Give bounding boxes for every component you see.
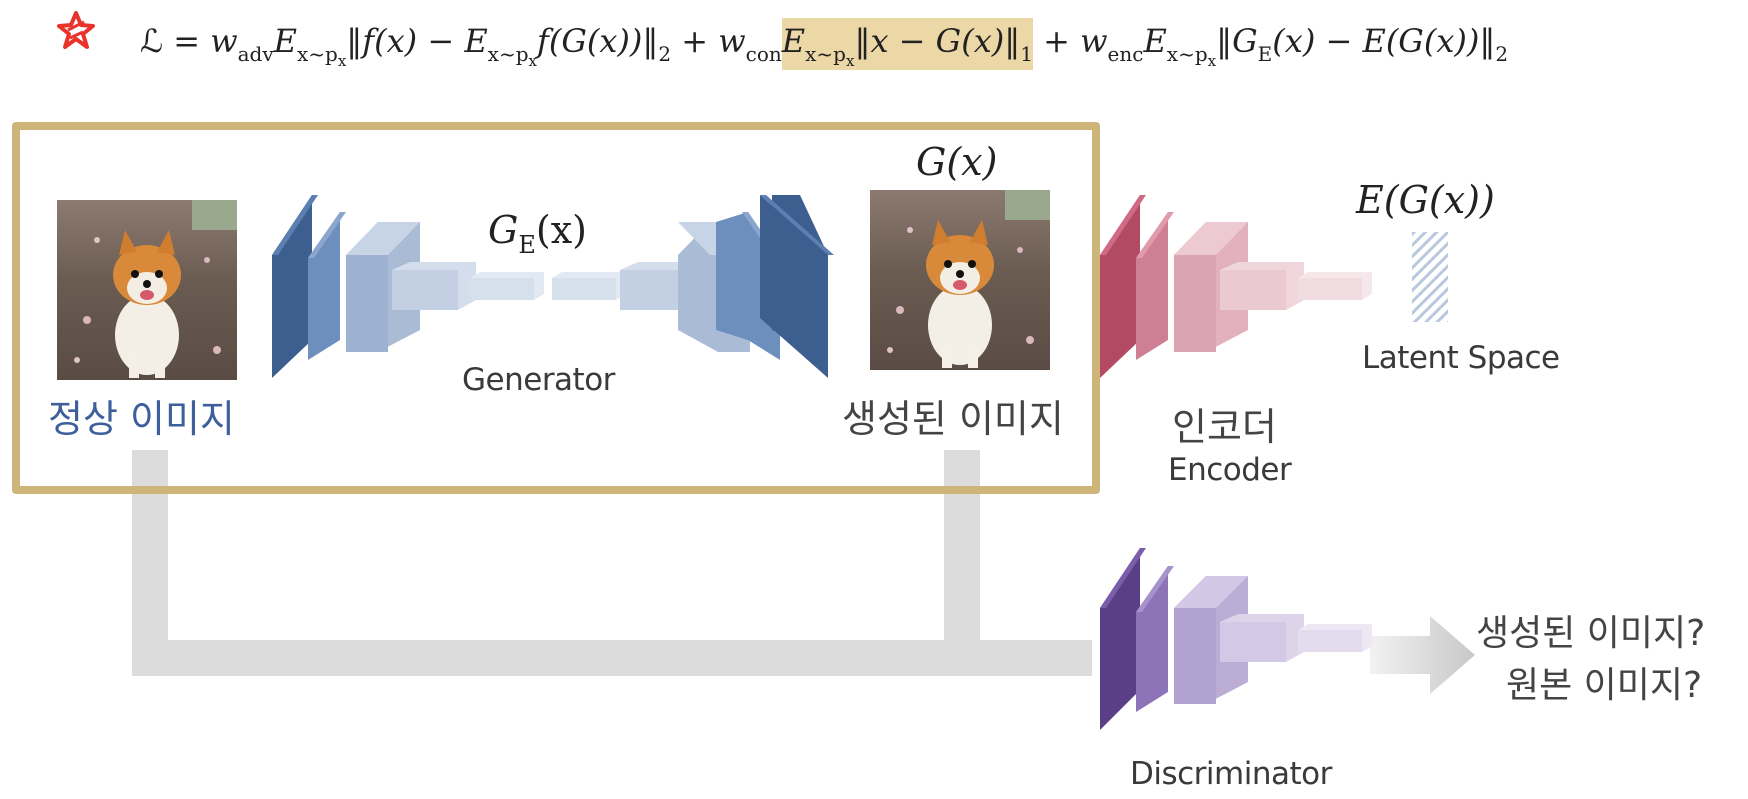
dog-icon — [887, 190, 1050, 368]
generator-label: Generator — [462, 362, 615, 398]
output-arrow — [1370, 616, 1475, 694]
latent-space-label: Latent Space — [1362, 340, 1560, 376]
generator-highlight-frame — [12, 122, 1100, 494]
red-star-icon — [57, 11, 95, 49]
gx-label: G(x) — [916, 140, 998, 184]
normal-image-label: 정상 이미지 — [48, 397, 235, 441]
encoder-ko-label: 인코더 — [1172, 405, 1277, 449]
generated-image-label: 생성된 이미지 — [842, 397, 1064, 441]
dog-icon — [74, 200, 237, 378]
normal-image-photo — [57, 200, 237, 380]
encoder-en-label: Encoder — [1168, 452, 1292, 488]
consistency-term-highlight: Ex~px‖x − G(x)‖1 — [781, 18, 1033, 70]
loss-formula: ℒ = wadvEx~px‖f(x) − Ex~pxf(G(x))‖2 + wc… — [140, 18, 1508, 70]
question-original-label: 원본 이미지? — [1506, 665, 1703, 706]
latent-ge-label: GE(x) — [488, 208, 587, 259]
egx-label: E(G(x)) — [1356, 178, 1495, 222]
question-generated-label: 생성된 이미지? — [1476, 613, 1706, 654]
latent-vector-icon — [1412, 232, 1448, 322]
generated-image-photo — [870, 190, 1050, 370]
discriminator-label: Discriminator — [1130, 756, 1332, 792]
